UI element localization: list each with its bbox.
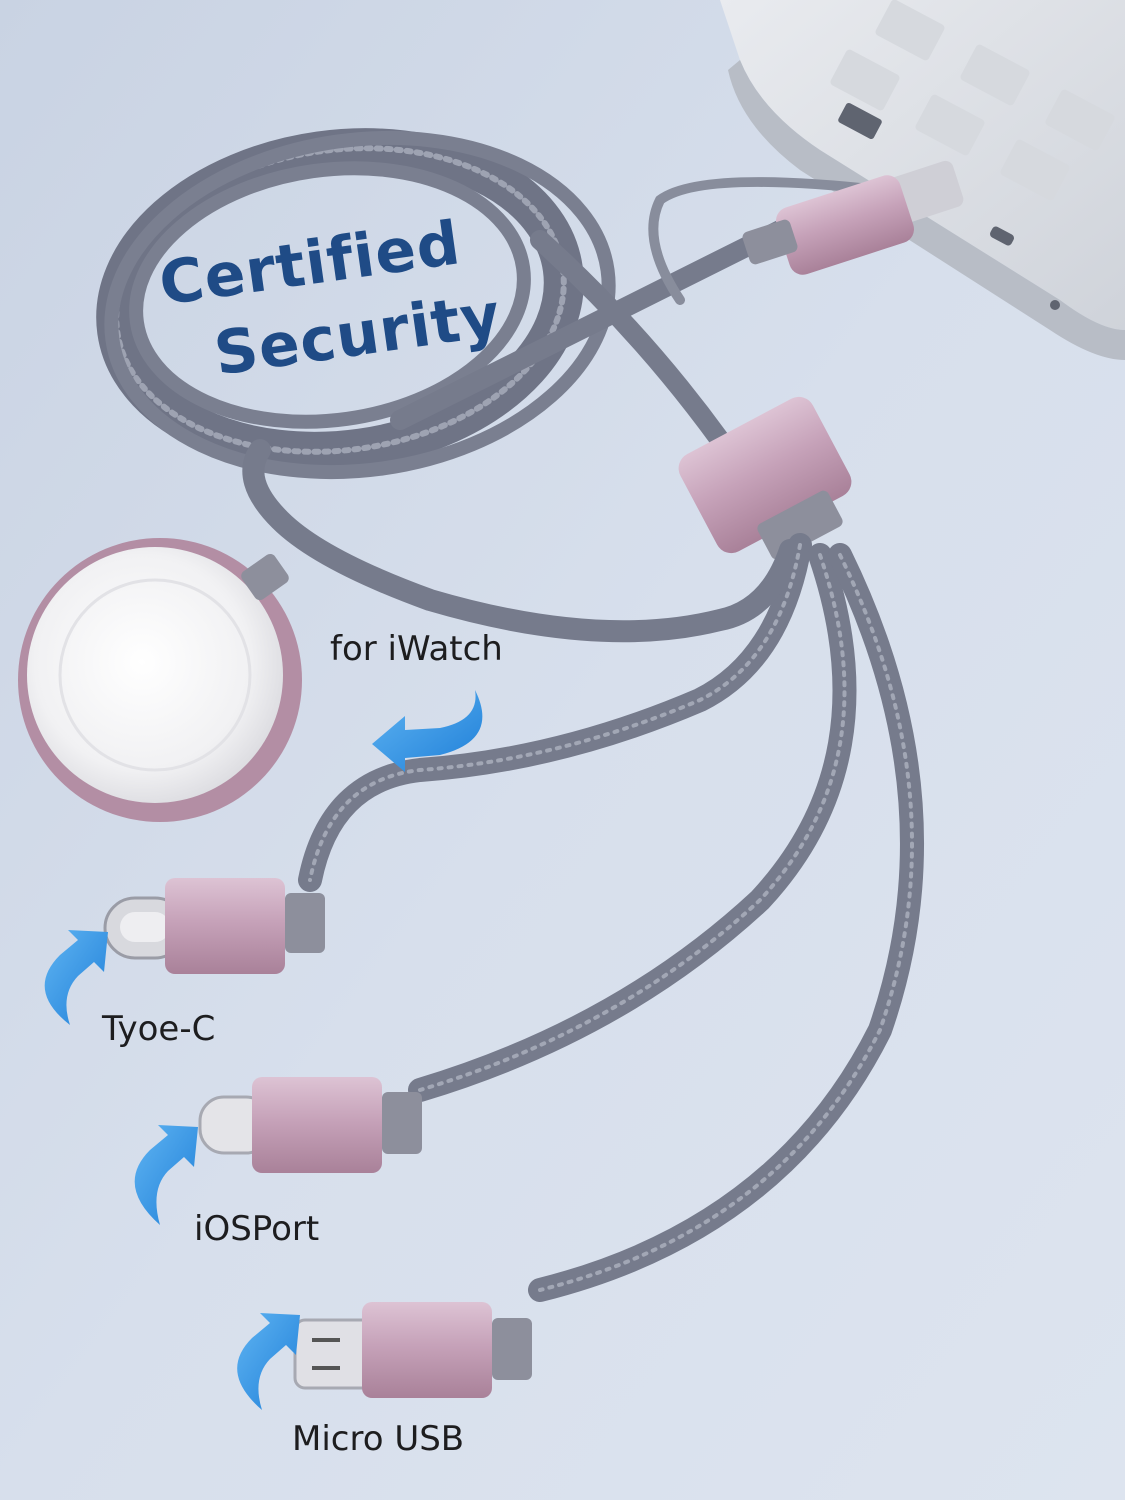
- watch-charger: [18, 538, 302, 822]
- type-c-connector: [103, 878, 325, 974]
- branch-cables: [242, 439, 924, 1302]
- micro-usb-connector: [293, 1302, 532, 1398]
- label-ios: iOSPort: [194, 1209, 320, 1249]
- label-watch: for iWatch: [330, 629, 503, 669]
- label-type-c: Tyoe-C: [102, 1009, 216, 1049]
- laptop: [720, 0, 1125, 360]
- arrow-icon-ios: [134, 1125, 198, 1225]
- label-micro-usb: Micro USB: [292, 1419, 465, 1459]
- arrow-icon-micro: [237, 1313, 300, 1410]
- arrow-icon-type-c: [44, 930, 108, 1025]
- arrow-icon-watch: [372, 690, 483, 772]
- cable-splitter: [678, 396, 852, 560]
- usb-a-adapter: [742, 160, 964, 275]
- ios-connector: [198, 1077, 422, 1173]
